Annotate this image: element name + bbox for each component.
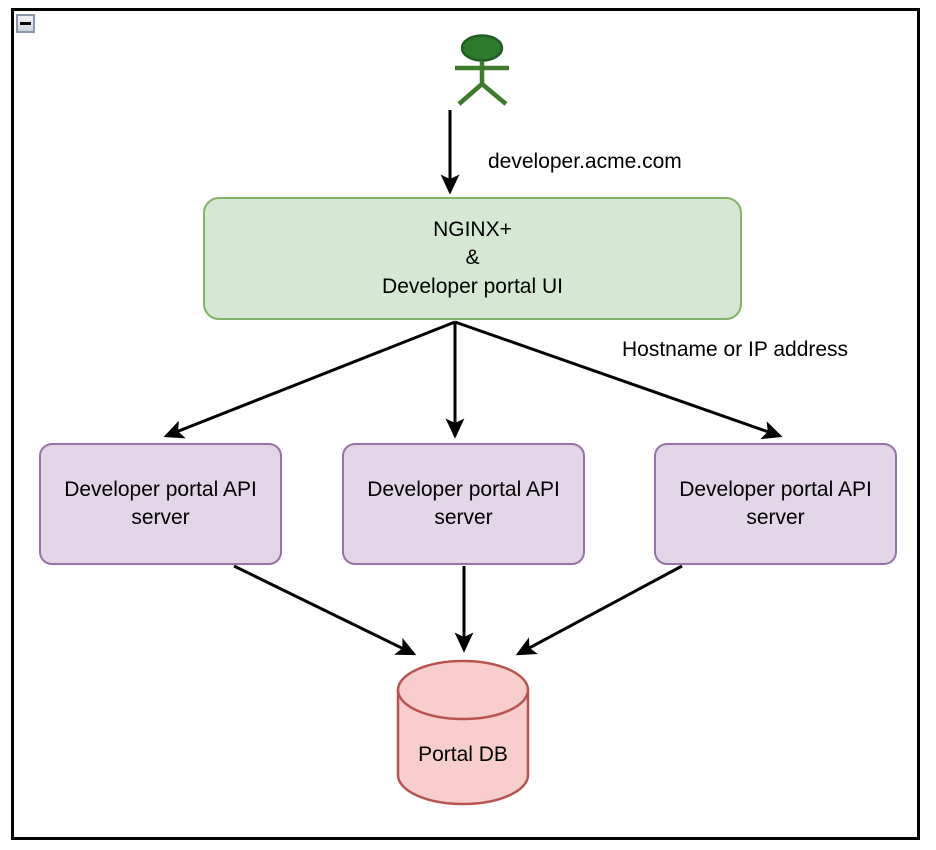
node-actor[interactable] — [452, 33, 512, 105]
node-nginx-developer-portal-ui[interactable]: NGINX+ & Developer portal UI — [203, 197, 742, 320]
node-nginx-label: NGINX+ & Developer portal UI — [382, 217, 563, 298]
node-portal-db[interactable] — [396, 657, 530, 807]
edge-label-domain: developer.acme.com — [488, 150, 682, 173]
node-portal-db-label: Portal DB — [418, 743, 508, 766]
node-api-server-3[interactable]: Developer portal API server — [654, 443, 897, 565]
collapse-icon[interactable] — [16, 14, 35, 33]
edge-label-hostname: Hostname or IP address — [622, 338, 849, 361]
node-api-server-2-label: Developer portal API server — [367, 477, 560, 529]
node-api-server-3-label: Developer portal API server — [679, 477, 872, 529]
diagram-frame — [11, 8, 920, 840]
node-api-server-1-label: Developer portal API server — [64, 477, 257, 529]
minus-icon — [20, 22, 31, 25]
node-api-server-1[interactable]: Developer portal API server — [39, 443, 282, 565]
node-api-server-2[interactable]: Developer portal API server — [342, 443, 585, 565]
